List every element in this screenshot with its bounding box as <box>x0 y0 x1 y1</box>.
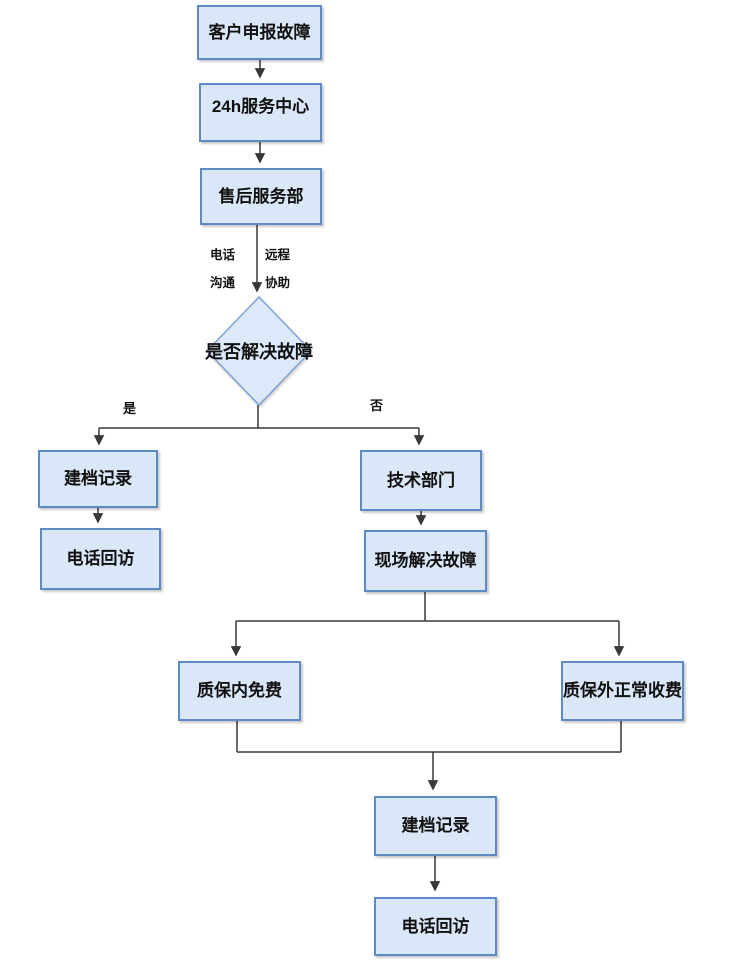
node-record-left: 建档记录 <box>38 450 158 508</box>
node-record-left-label: 建档记录 <box>64 469 132 489</box>
edge-label-no: 否 <box>370 398 384 413</box>
node-service-center-label: 24h服务中心 <box>211 97 310 116</box>
node-onsite-fix-label: 现场解决故障 <box>374 551 477 571</box>
node-in-warranty-label: 质保内免费 <box>197 681 282 701</box>
node-record-bottom-label: 建档记录 <box>401 816 470 836</box>
edge-label-remote-line1: 远程 <box>265 248 291 262</box>
node-out-warranty-label: 质保外正常收费 <box>563 681 682 701</box>
node-callback-left-label: 电话回访 <box>66 549 135 569</box>
edge-warranty-merge <box>236 721 622 753</box>
edge-label-phone-line2: 沟通 <box>210 276 236 290</box>
node-customer-report: 客户申报故障 <box>197 5 322 60</box>
node-tech-dept-label: 技术部门 <box>387 470 455 490</box>
node-out-warranty: 质保外正常收费 <box>561 661 684 721</box>
node-callback-bottom: 电话回访 <box>374 897 497 956</box>
edge-decision-fork <box>99 405 419 429</box>
node-service-center: 24h服务中心 <box>199 83 322 142</box>
decision-diamond-shape <box>205 295 313 407</box>
node-callback-left: 电话回访 <box>40 528 161 590</box>
node-resolve-decision-label: 是否解决故障 <box>205 342 313 362</box>
edge-label-remote-line2: 协助 <box>265 276 291 290</box>
edge-onsite-fork <box>236 592 619 622</box>
node-record-bottom: 建档记录 <box>374 796 497 856</box>
node-after-sales-dept: 售后服务部 <box>200 168 322 225</box>
edge-label-yes: 是 <box>123 401 137 416</box>
node-after-sales-dept-label: 售后服务部 <box>218 186 304 206</box>
node-tech-dept: 技术部门 <box>360 450 482 511</box>
node-customer-report-label: 客户申报故障 <box>208 22 311 42</box>
edge-label-phone-line1: 电话 <box>210 248 236 262</box>
node-onsite-fix: 现场解决故障 <box>364 530 487 592</box>
node-callback-bottom-label: 电话回访 <box>401 916 470 936</box>
node-in-warranty: 质保内免费 <box>178 661 301 721</box>
